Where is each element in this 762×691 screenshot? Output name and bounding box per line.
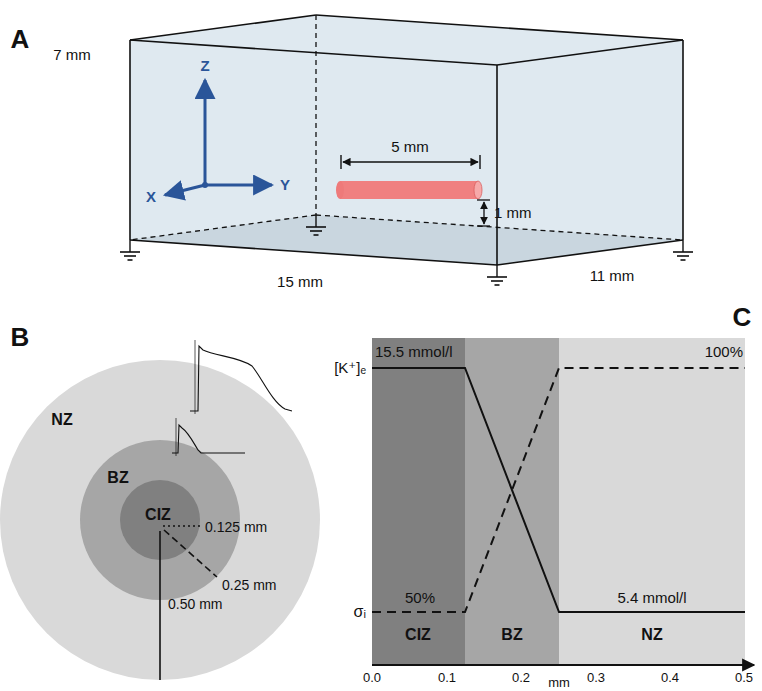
border-zone-band: BZ	[465, 338, 559, 665]
axis-unit: mm	[548, 676, 570, 691]
zone-band	[465, 338, 559, 665]
zone-label-holder: BZ	[501, 626, 522, 644]
tissue-cylinder	[336, 181, 482, 199]
zone-label: NZ	[641, 626, 662, 644]
label-holder: 50%	[405, 589, 435, 607]
label-holder: Z	[200, 57, 209, 75]
zone-label: CIZ	[405, 626, 431, 644]
axis-origin	[202, 182, 208, 188]
label-holder: 11 mm	[590, 267, 635, 285]
label-holder: X	[146, 188, 156, 206]
label-holder: 0.3	[587, 668, 605, 686]
label-holder: 0.50 mm	[168, 595, 222, 613]
label-holder: 5.4 mmol/l	[617, 589, 686, 607]
zone-label: CIZ	[145, 506, 171, 524]
dimension-label: 5 mm	[391, 138, 429, 155]
label-holder: Y	[280, 176, 290, 194]
panel-letter: B	[11, 323, 30, 353]
zone-label-holder: NZ	[641, 626, 662, 644]
axis-label: Y	[280, 176, 290, 193]
tick-label: 0.5	[735, 671, 753, 686]
zone-fill	[559, 338, 745, 665]
zone-fill	[372, 338, 465, 665]
value-label: 15.5 mmol/l	[375, 343, 453, 360]
label-holder: 7 mm	[53, 46, 91, 64]
zone-label: NZ	[51, 411, 72, 429]
zone-label: BZ	[501, 626, 522, 644]
tick-label: 0.3	[587, 671, 605, 686]
label-holder: 15.5 mmol/l	[375, 343, 453, 361]
axis-label: σᵢ	[354, 603, 366, 621]
axis-label: [K⁺]ₑ	[334, 359, 366, 376]
label-holder: B	[11, 323, 30, 353]
label-holder: A	[11, 25, 30, 55]
dimension-label: 1 mm	[494, 204, 532, 221]
dimension-label: 7 mm	[53, 46, 91, 63]
normal-zone-band: NZ	[559, 338, 745, 665]
label-holder: C	[733, 303, 752, 333]
zone-band	[372, 338, 465, 665]
zone-label: BZ	[107, 469, 128, 487]
zone-label-holder: BZ	[107, 469, 128, 487]
label-holder: 0.2	[512, 668, 530, 686]
radius-label: 0.25 mm	[222, 577, 276, 593]
dimension-label: 15 mm	[277, 273, 323, 290]
tick-label: 0.4	[661, 671, 679, 686]
zone-label-holder: CIZ	[145, 506, 171, 524]
label-holder: 0.0	[363, 668, 381, 686]
value-label: 50%	[405, 589, 435, 606]
ischemic-zone-band: CIZ	[372, 338, 465, 665]
zone-label-holder: NZ	[51, 411, 72, 429]
action-potential-traces	[172, 340, 292, 456]
tick-label: 0.0	[363, 671, 381, 686]
label-holder: 0.25 mm	[222, 576, 276, 594]
axis-label: Z	[200, 57, 209, 74]
label-holder: 0.125 mm	[205, 518, 267, 536]
zone-label-holder: CIZ	[405, 626, 431, 644]
radius-label: 0.50 mm	[168, 596, 222, 612]
tick-label: 0.2	[512, 671, 530, 686]
zone-band	[559, 338, 745, 665]
panel-letter: C	[733, 303, 752, 333]
x-axis	[372, 664, 754, 666]
label-holder: σᵢ	[354, 603, 366, 621]
radius-label: 0.125 mm	[205, 519, 267, 535]
label-holder: 15 mm	[277, 273, 323, 291]
dimension-label: 11 mm	[590, 267, 635, 284]
value-label: 5.4 mmol/l	[617, 589, 686, 606]
label-holder: [K⁺]ₑ	[334, 359, 366, 377]
label-holder: 0.4	[661, 668, 679, 686]
zone-fill	[0, 360, 320, 680]
label-holder: 0.5	[735, 668, 753, 686]
label-holder: 100%	[705, 343, 743, 361]
dimension-line	[477, 200, 490, 226]
label-holder: 1 mm	[494, 204, 532, 222]
label-holder: mm	[548, 673, 570, 691]
value-label: 100%	[705, 343, 743, 360]
label-holder: 5 mm	[391, 138, 429, 156]
panel-letter: A	[11, 25, 30, 55]
tick-label: 0.1	[438, 671, 456, 686]
axis-triad	[165, 80, 272, 195]
dimension-line	[341, 155, 480, 169]
label-holder: 0.1	[438, 668, 456, 686]
bath-box	[120, 15, 693, 285]
axis-label: X	[146, 188, 156, 205]
profile-lines	[372, 368, 745, 612]
zone-fill	[465, 338, 559, 665]
